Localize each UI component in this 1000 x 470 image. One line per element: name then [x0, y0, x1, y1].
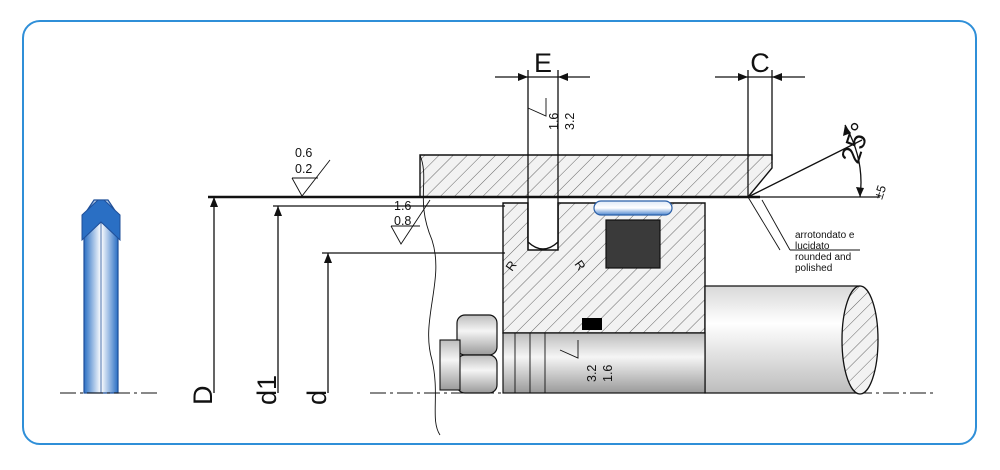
note-leader — [747, 196, 860, 251]
label-angle: 25° — [835, 119, 876, 167]
roughness-top-left-a: 0.6 — [295, 146, 312, 160]
label-angle-tol: ±5 — [872, 183, 890, 201]
roughness-groove-bottom-a: 3.2 — [585, 365, 599, 382]
roughness-mid-a: 1.6 — [394, 199, 411, 213]
note-line-3: rounded and — [795, 252, 851, 263]
bolt-assembly — [439, 314, 706, 394]
note-line-1: arrotondato e — [795, 230, 855, 241]
label-d1: d1 — [252, 375, 282, 405]
cylinder-housing — [419, 154, 773, 436]
dimension-lines — [208, 195, 760, 393]
roughness-groove-bottom-b: 1.6 — [601, 365, 615, 382]
roughness-symbols — [291, 98, 579, 359]
piston-head — [502, 200, 706, 334]
dimension-E — [495, 70, 590, 250]
piston-rod — [689, 285, 879, 395]
angle-dimension — [747, 124, 880, 198]
dimension-C — [715, 70, 805, 197]
roughness-top-left-b: 0.2 — [295, 162, 312, 176]
label-C: C — [750, 48, 770, 78]
label-E: E — [534, 48, 552, 78]
seal-profile — [60, 199, 160, 394]
roughness-groove-top-a: 1.6 — [547, 113, 561, 130]
note-line-4: polished — [795, 263, 832, 274]
roughness-mid-b: 0.8 — [394, 214, 411, 228]
label-D: D — [188, 386, 218, 406]
label-d: d — [302, 390, 332, 405]
note-line-2: lucidato — [795, 241, 830, 252]
roughness-groove-top-b: 3.2 — [563, 113, 577, 130]
